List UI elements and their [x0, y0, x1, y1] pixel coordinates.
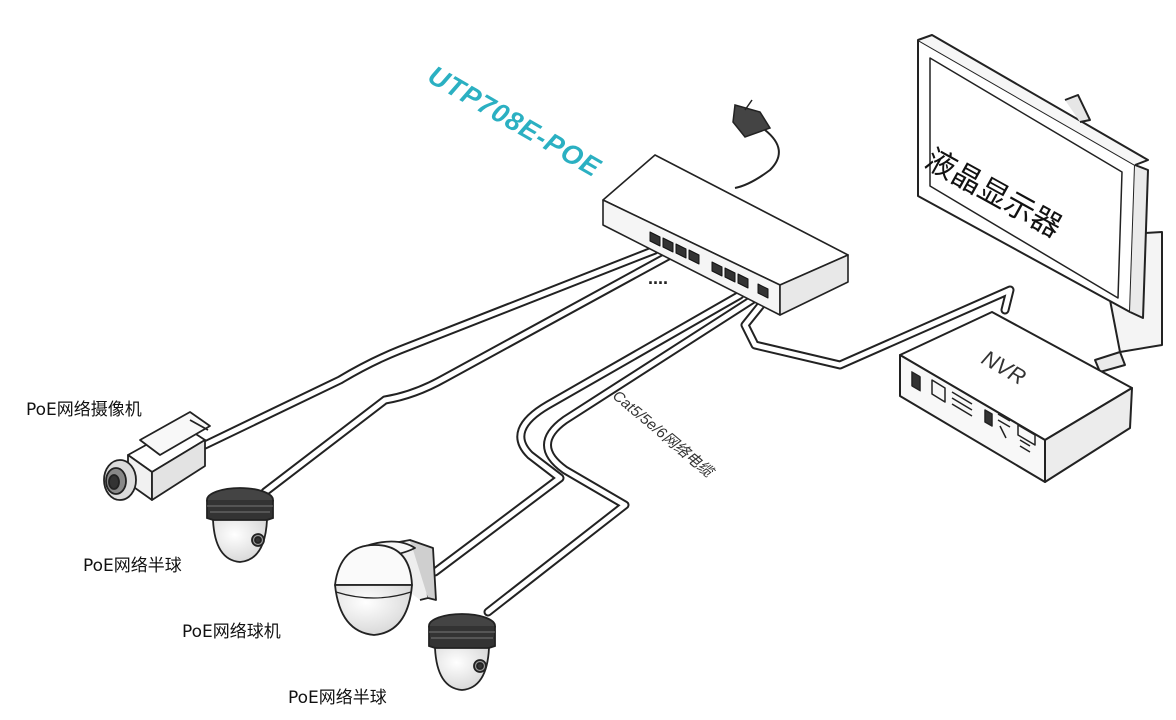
lcd-monitor — [917, 34, 1163, 373]
dome-camera-1 — [206, 487, 274, 563]
device-label-dome-2: PoE网络半球 — [288, 688, 387, 708]
nvr-front-panel — [911, 371, 1036, 453]
poe-switch — [602, 154, 849, 316]
device-label-speed-dome: PoE网络球机 — [182, 622, 281, 642]
cables — [200, 245, 1015, 617]
speed-dome-camera — [334, 539, 437, 636]
device-label-box-camera: PoE网络摄像机 — [26, 400, 142, 420]
cable-to-camera — [200, 245, 660, 450]
box-camera — [103, 411, 211, 501]
nvr-recorder — [899, 311, 1133, 483]
dome-camera-2 — [428, 613, 496, 691]
switch-ports — [649, 231, 769, 299]
ports-ellipsis: .... — [648, 268, 669, 288]
power-adapter — [732, 99, 780, 189]
device-label-dome-1: PoE网络半球 — [83, 556, 182, 576]
